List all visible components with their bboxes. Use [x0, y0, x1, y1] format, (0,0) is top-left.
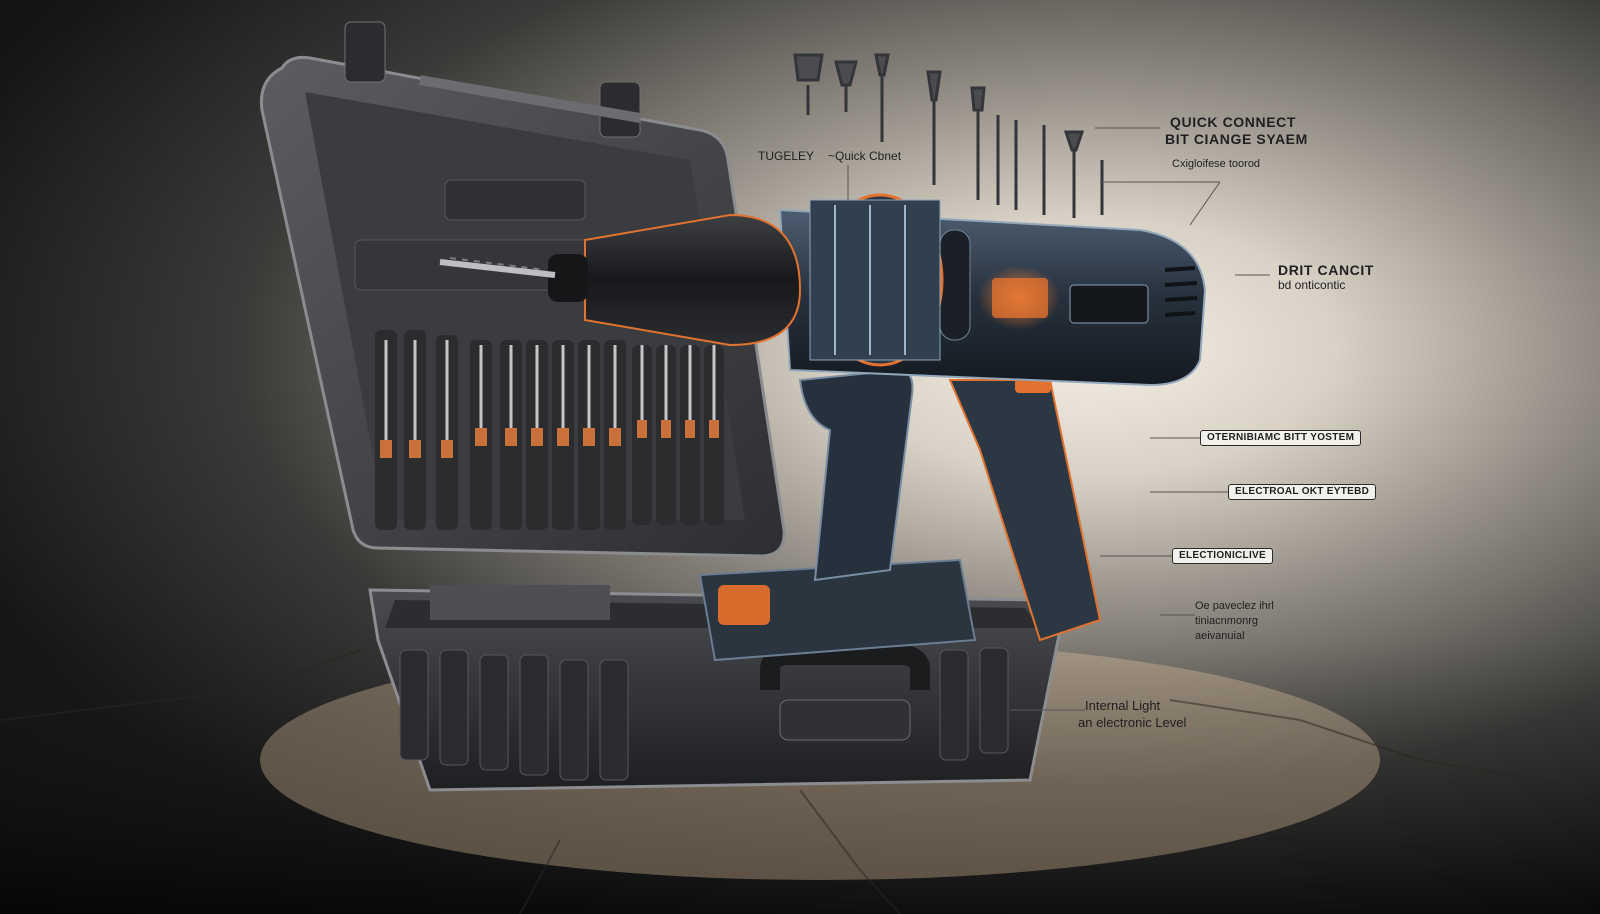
clutch-ring	[809, 193, 944, 367]
label-small-para-line2: tiniacnmonrg	[1195, 615, 1258, 627]
label-small-para-line3: aeivanuial	[1195, 630, 1245, 642]
bits-in-lid	[384, 340, 716, 440]
label-internal-light-line2: an electronic Level	[1078, 715, 1187, 730]
case-ribs	[399, 647, 1009, 781]
label-quick-connect-line1: QUICK CONNECT	[1170, 114, 1297, 130]
vent-slots	[1164, 266, 1198, 317]
label-dirt-cancit-line1: DRIT CANCIT	[1278, 262, 1375, 278]
label-quick-connect-sub: Cxigloifese toorod	[1172, 158, 1261, 170]
label-ec-box: ELECTROAL OKT EYTEBD	[1228, 484, 1377, 500]
label-top-left-tail: ~Quick Cbnet	[828, 149, 902, 163]
label-ot-system-box: OTERNIBIAMC BITT YOSTEM	[1200, 430, 1362, 446]
callout-lines	[847, 127, 1270, 711]
bit-collars	[380, 420, 719, 458]
label-top-left: TUGELEY	[758, 149, 815, 163]
drill-grip	[798, 368, 1102, 642]
label-internal-light-line1: Internal Light	[1085, 698, 1161, 713]
drill-chuck	[548, 213, 802, 347]
label-quick-connect-line2: BIT CIANGE SYAEM	[1165, 131, 1308, 147]
label-small-para-line1: Oe paveclez ihrl	[1195, 600, 1274, 612]
label-dirt-cancit-line2: bd onticontic	[1278, 278, 1346, 292]
battery-pack	[698, 558, 977, 662]
floating-bits	[793, 53, 1104, 218]
drill-bit	[439, 257, 556, 278]
label-el-box: ELECTIONICLIVE	[1172, 548, 1273, 564]
